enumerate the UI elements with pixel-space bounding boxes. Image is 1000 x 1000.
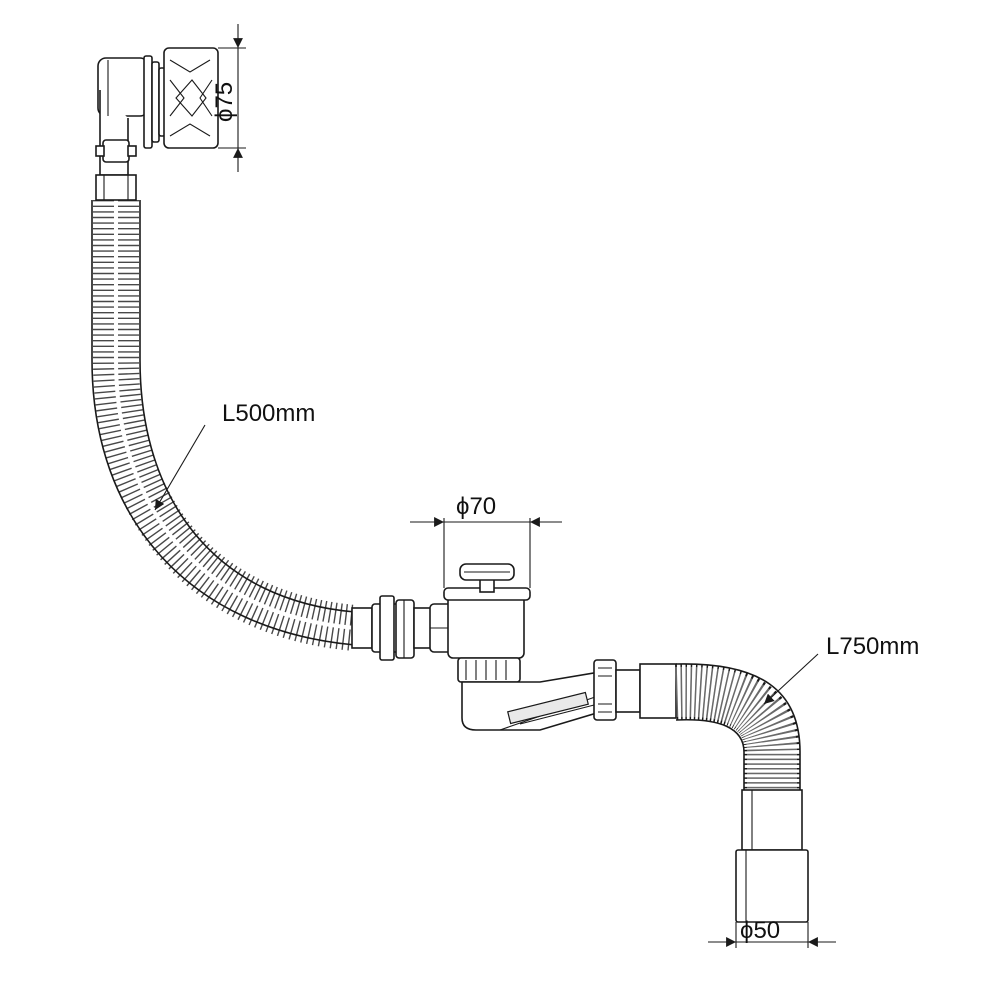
waste-body [351,563,677,731]
plug-diameter-label: ϕ70 [456,493,496,520]
flex-length-label: L750mm [826,633,919,660]
flex-length-dimension: L750mm [763,633,919,705]
flex-corrugation [675,663,800,790]
plug-diameter-dimension: ϕ70 [410,493,562,588]
hose-length-dimension: L500mm [154,400,315,511]
hose-length-label: L500mm [222,400,315,427]
hose-outer-wall [91,200,356,646]
outlet-diameter-label: ϕ50 [740,917,780,944]
overflow-assembly [95,47,219,176]
overflow-diameter-dimension: ϕ75 [211,24,246,172]
outlet-diameter-dimension: ϕ50 [708,917,836,948]
overflow-diameter-label: ϕ75 [211,82,238,122]
flexible-outlet-hose [675,663,809,923]
overflow-hose [91,174,358,651]
